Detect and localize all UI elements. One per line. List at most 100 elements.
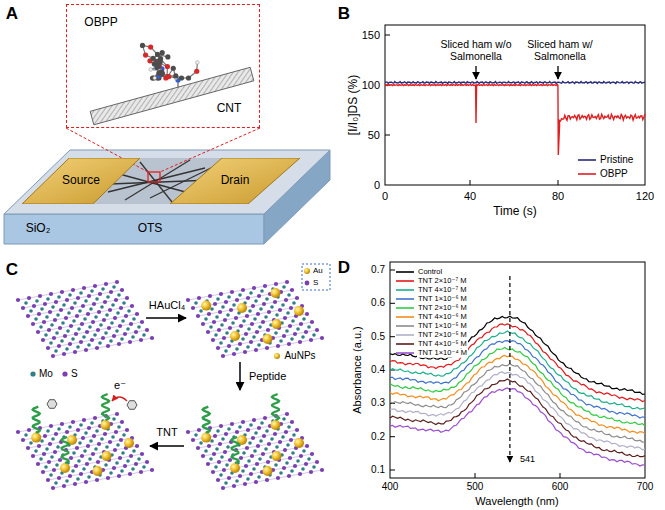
- sulfur-atom: [46, 478, 50, 482]
- sulfur-atom: [26, 314, 30, 318]
- sulfur-atom: [52, 468, 56, 472]
- molybdenum-atom: [137, 325, 141, 329]
- tick-label: 80: [552, 190, 564, 203]
- sulfur-atom: [54, 432, 58, 436]
- peptide-helix: [203, 407, 210, 433]
- sulfur-atom: [62, 352, 66, 356]
- molybdenum-atom: [282, 417, 286, 421]
- sulfur-atom: [276, 476, 280, 480]
- sulfur-atom: [106, 344, 110, 348]
- sulfur-atom: [139, 470, 143, 474]
- legend-line: [578, 173, 596, 175]
- sulfur-atom: [129, 454, 133, 458]
- molybdenum-atom: [82, 335, 86, 339]
- sulfur-atom: [150, 336, 154, 340]
- line-part: [390, 470, 395, 471]
- molybdenum-atom: [98, 341, 102, 345]
- molybdenum-atom: [246, 477, 250, 481]
- sulfur-atom: [256, 312, 260, 316]
- tick-label: 400: [382, 481, 399, 493]
- sulfur-atom: [241, 420, 245, 424]
- electrode-pad: Source: [22, 158, 140, 204]
- sulfur-atom: [128, 472, 132, 476]
- sulfur-atom: [207, 312, 211, 316]
- molybdenum-atom: [126, 459, 130, 463]
- molybdenum-atom: [60, 339, 64, 343]
- molybdenum-atom: [199, 309, 203, 313]
- sulfur-atom: [101, 336, 105, 340]
- sulfur-atom: [262, 302, 266, 306]
- molybdenum-atom: [281, 303, 285, 307]
- sulfur-atom: [320, 468, 324, 472]
- sulfur-atom: [288, 324, 292, 328]
- molybdenum-atom: [49, 341, 53, 345]
- lattice-line: [208, 314, 307, 332]
- atom: [163, 75, 168, 80]
- legend-text: TNT 4×10⁻⁷ M: [417, 286, 467, 295]
- line-part: [390, 270, 395, 271]
- sulfur-atom: [57, 476, 61, 480]
- line-part: [390, 303, 395, 304]
- sulfur-atom: [135, 312, 139, 316]
- layer-label: OTS: [138, 222, 163, 236]
- sulfur-atom: [57, 344, 61, 348]
- molybdenum-atom: [82, 467, 86, 471]
- sulfur-atom: [218, 442, 222, 446]
- molybdenum-atom: [55, 331, 59, 335]
- sulfur-atom: [263, 416, 267, 420]
- molybdenum-atom: [78, 309, 82, 313]
- tick-label: 500: [467, 481, 484, 493]
- sulfur-atom: [91, 320, 95, 324]
- sulfur-atom: [298, 472, 302, 476]
- molybdenum-atom: [56, 313, 60, 317]
- molybdenum-atom: [68, 425, 72, 429]
- molybdenum-atom: [101, 287, 105, 291]
- sulfur-atom: [92, 434, 96, 438]
- molybdenum-atom: [46, 429, 50, 433]
- legend-text: Pristine: [600, 154, 633, 166]
- sulfur-atom: [250, 322, 254, 326]
- gold-nanoparticle: [230, 331, 240, 341]
- sulfur-atom: [84, 480, 88, 484]
- molybdenum-atom: [45, 315, 49, 319]
- sulfur-atom: [235, 298, 239, 302]
- sulfur-atom: [124, 314, 128, 318]
- molybdenum-atom: [87, 343, 91, 347]
- legend-line: [396, 289, 414, 291]
- atom: [196, 61, 200, 65]
- molybdenum-atom: [204, 449, 208, 453]
- sulfur-atom: [206, 462, 210, 466]
- sulfur-atom: [36, 330, 40, 334]
- sulfur-atom: [249, 472, 253, 476]
- sulfur-atom: [212, 320, 216, 324]
- legend-samples: [396, 160, 596, 353]
- sulfur-atom: [38, 294, 42, 298]
- electrode-label: Drain: [221, 174, 250, 188]
- molybdenum-atom: [281, 435, 285, 439]
- molybdenum-atom: [78, 441, 82, 445]
- legend-line: [396, 343, 414, 345]
- sulfur-atom: [251, 304, 255, 308]
- sulfur-atom: [224, 432, 228, 436]
- molybdenum-atom: [88, 325, 92, 329]
- legend-text: TNT 1×10⁻⁶ M: [417, 295, 468, 304]
- molybdenum-atom: [73, 301, 77, 305]
- sulfur-atom: [206, 330, 210, 334]
- molybdenum-atom: [40, 439, 44, 443]
- sulfur-atom: [211, 338, 215, 342]
- sulfur-atom: [201, 454, 205, 458]
- legend-line: [396, 280, 414, 282]
- sulfur-atom: [295, 296, 299, 300]
- sulfur-atom: [267, 442, 271, 446]
- molybdenum-atom: [71, 469, 75, 473]
- sulfur-atom: [246, 296, 250, 300]
- axis-title: Absorbance (a.u.): [351, 326, 364, 413]
- sulfur-atom: [299, 322, 303, 326]
- sulfur-atom: [118, 456, 122, 460]
- molybdenum-atom: [270, 305, 274, 309]
- tnt-molecule: [127, 401, 137, 410]
- reagent-label: HAuCl₄: [149, 299, 185, 312]
- atom: [148, 45, 153, 50]
- sulfur-atom: [216, 346, 220, 350]
- molybdenum-atom: [34, 317, 38, 321]
